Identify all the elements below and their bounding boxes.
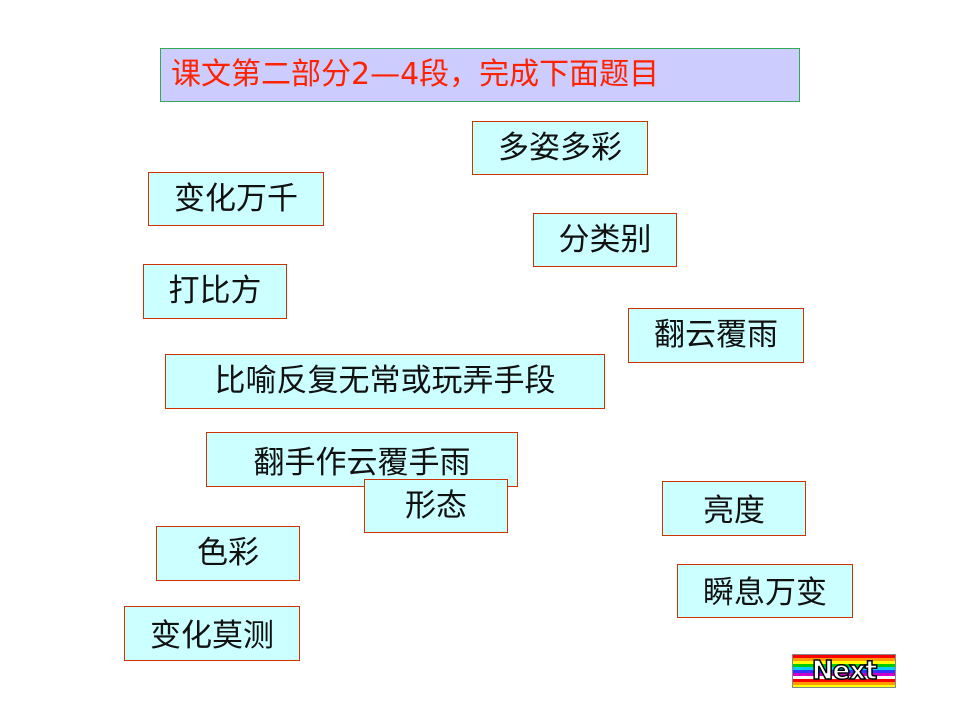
card-secai[interactable]: 色彩 bbox=[156, 526, 300, 581]
card-da-bifang[interactable]: 打比方 bbox=[143, 264, 287, 319]
next-button[interactable]: Next bbox=[792, 654, 896, 688]
slide-title: 课文第二部分2—4段，完成下面题目 bbox=[160, 48, 800, 102]
card-shunxi-wanbian[interactable]: 瞬息万变 bbox=[677, 564, 853, 618]
card-biyu-definition[interactable]: 比喻反复无常或玩弄手段 bbox=[165, 354, 605, 409]
card-liangdu[interactable]: 亮度 bbox=[662, 481, 806, 536]
card-fen-leibie[interactable]: 分类别 bbox=[533, 213, 677, 267]
card-fanyun-fuyu[interactable]: 翻云覆雨 bbox=[628, 308, 804, 363]
card-bianhua-wanqian[interactable]: 变化万千 bbox=[148, 172, 324, 226]
card-bianhua-moce[interactable]: 变化莫测 bbox=[124, 606, 300, 661]
card-fanshou-zuoyun[interactable]: 翻手作云覆手雨 bbox=[206, 432, 518, 487]
card-duozi-duocai[interactable]: 多姿多彩 bbox=[472, 121, 648, 175]
card-xingtai[interactable]: 形态 bbox=[364, 479, 508, 533]
